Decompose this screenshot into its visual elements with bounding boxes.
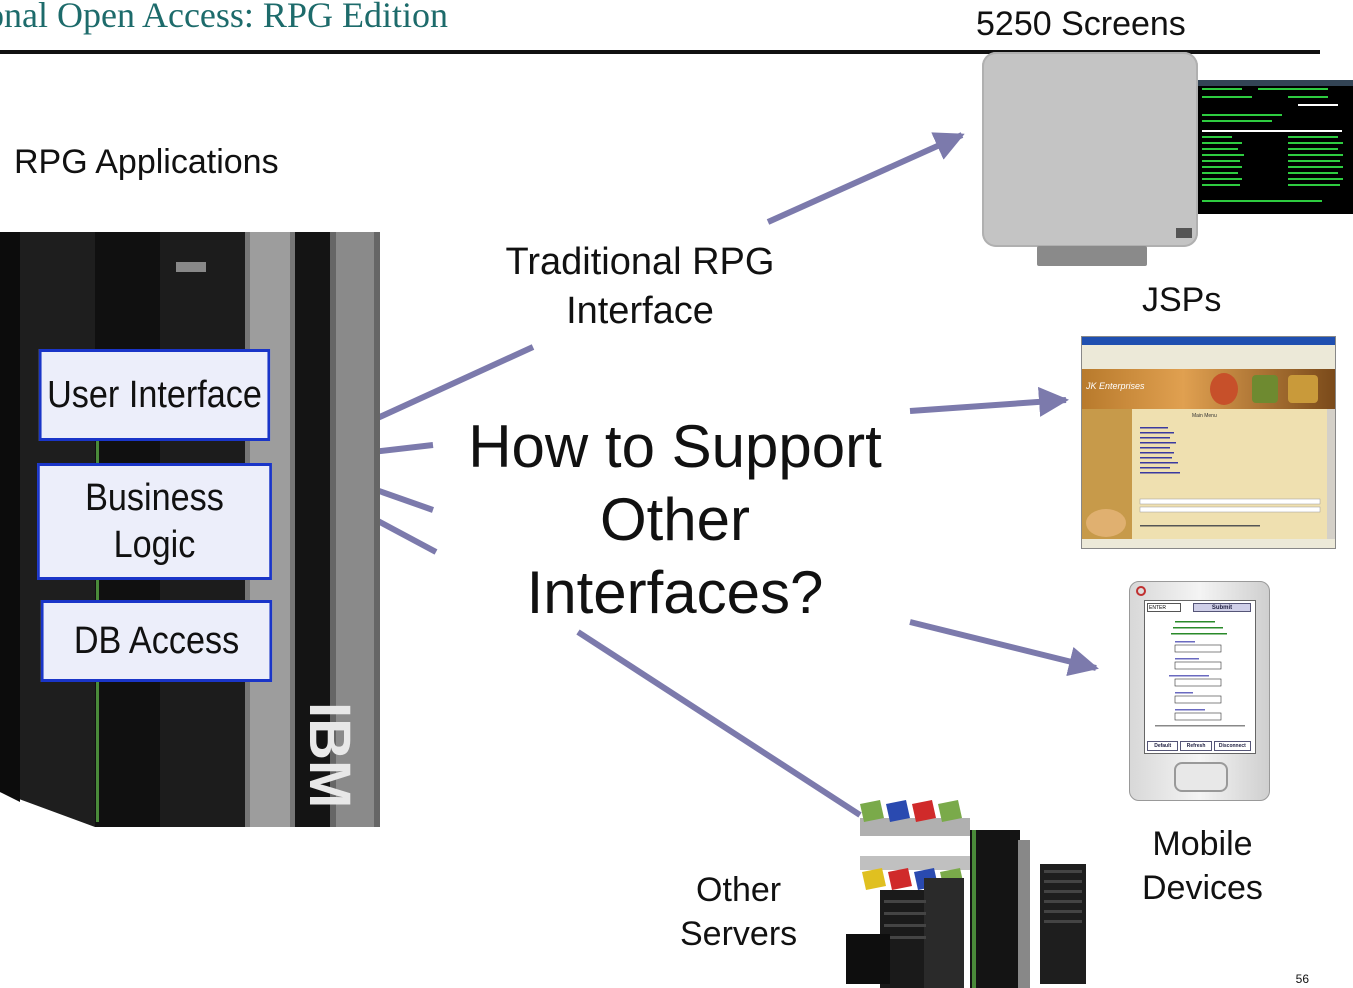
traditional-line2: Interface [566, 290, 714, 333]
jsp-browser-window: JK Enterprises Main Menu [1081, 336, 1336, 549]
mobile-enter-select[interactable]: ENTER [1147, 603, 1181, 612]
fruit-image-2 [1252, 375, 1278, 403]
green-screen-terminal [1198, 80, 1353, 214]
mobile-screen: ENTER Submit Default Refresh Disconnect [1144, 600, 1256, 754]
mobile-power-icon [1136, 586, 1146, 596]
question-line3: Interfaces? [526, 559, 824, 627]
rpg-applications-label: RPG Applications [14, 143, 279, 181]
line-to-servers [576, 629, 862, 818]
line-to-mobile [909, 619, 1099, 677]
line-to-5250 [766, 132, 965, 225]
servers-line1: Other [696, 871, 782, 909]
jsp-window-titlebar [1082, 337, 1335, 345]
jsp-statusbar [1082, 539, 1335, 548]
question-line1: How to Support [468, 413, 882, 480]
jsp-window-toolbar [1082, 345, 1335, 370]
traditional-line1: Traditional RPG [505, 241, 775, 283]
jsp-banner-title: JK Enterprises [1086, 381, 1145, 391]
terminal-stand [1037, 246, 1147, 266]
line-to-jsp [909, 386, 1069, 417]
terminal-button [1176, 228, 1192, 238]
mobile-line2: Devices [1142, 869, 1263, 908]
traditional-interface-label: Traditional RPG Interface [470, 238, 810, 337]
ibm-logo: IBM [297, 702, 362, 808]
jsp-main-menu: Main Menu [1192, 413, 1217, 419]
mobile-button-row: Default Refresh Disconnect [1147, 741, 1251, 751]
page-number: 56 [1295, 972, 1309, 986]
jsp-sidebar-image [1086, 509, 1126, 537]
business-logic-layer: Business Logic [37, 463, 272, 580]
other-servers-label: Other Servers [680, 868, 797, 956]
mobile-refresh-button[interactable]: Refresh [1180, 741, 1212, 751]
jsp-sidebar [1082, 409, 1132, 539]
user-interface-layer: User Interface [38, 349, 271, 441]
mobile-default-button[interactable]: Default [1147, 741, 1179, 751]
jsp-banner: JK Enterprises [1082, 369, 1335, 409]
db-access-label: DB Access [73, 619, 240, 662]
jsp-content: Main Menu [1132, 409, 1327, 539]
mobile-submit-button[interactable]: Submit [1193, 603, 1251, 612]
fruit-image-3 [1288, 375, 1318, 403]
servers-image [840, 800, 1090, 988]
db-access-layer: DB Access [40, 600, 273, 682]
terminal-body [982, 52, 1198, 247]
5250-screens-label: 5250 Screens [976, 5, 1186, 43]
question-line2: Other [599, 486, 751, 554]
mobile-disconnect-button[interactable]: Disconnect [1213, 741, 1251, 751]
green-screen-text [1202, 88, 1343, 202]
jsps-label: JSPs [1142, 281, 1222, 319]
mobile-nav-pad [1174, 762, 1228, 792]
title-rule [0, 50, 1320, 54]
user-interface-label: User Interface [47, 373, 262, 416]
mobile-line1: Mobile [1152, 825, 1253, 863]
servers-line2: Servers [680, 915, 798, 954]
slide-title: onal Open Access: RPG Edition [0, 0, 448, 35]
central-question: How to Support Other Interfaces? [440, 410, 910, 630]
fruit-image [1210, 373, 1238, 405]
business-logic-line1: Business [85, 477, 224, 520]
business-logic-line2: Logic [113, 523, 196, 566]
mobile-device: ENTER Submit Default Refresh Disconnect [1129, 581, 1270, 801]
mobile-devices-label: Mobile Devices [1142, 822, 1263, 910]
